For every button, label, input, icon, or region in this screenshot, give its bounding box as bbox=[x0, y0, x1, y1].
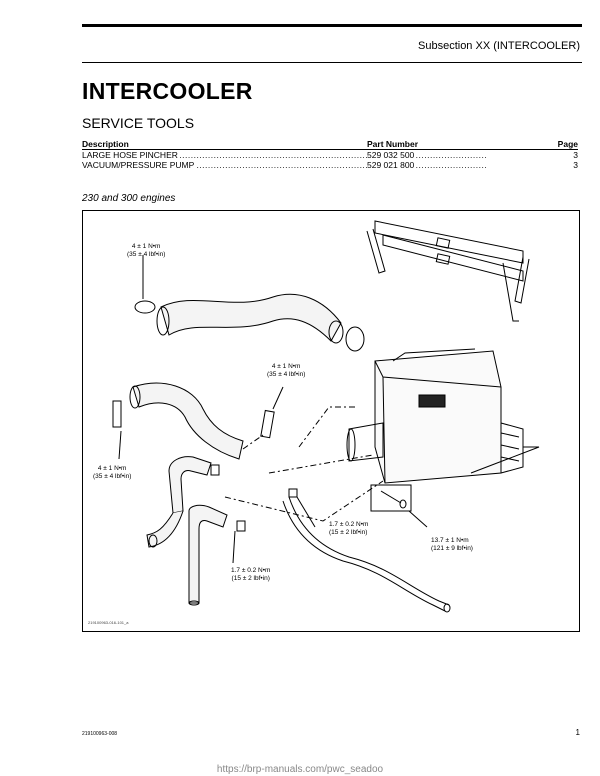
torque-callout: 1.7 ± 0.2 N•m (15 ± 2 lbf•in) bbox=[231, 567, 271, 582]
col-page: Page bbox=[487, 139, 578, 150]
exploded-view-figure: 4 ± 1 N•m (35 ± 4 lbf•in) 4 ± 1 N•m (35 … bbox=[82, 210, 580, 632]
table-row: LARGE HOSE PINCHER 529 032 500 3 bbox=[82, 150, 578, 160]
torque-callout: 4 ± 1 N•m (35 ± 4 lbf•in) bbox=[267, 363, 306, 378]
header-rule bbox=[82, 24, 582, 27]
tool-description: VACUUM/PRESSURE PUMP bbox=[82, 160, 367, 170]
subsection-header: Subsection XX (INTERCOOLER) bbox=[418, 40, 580, 52]
intercooler-illustration bbox=[112, 220, 540, 613]
service-tools-table: Description Part Number Page LARGE HOSE … bbox=[82, 139, 578, 170]
torque-callout: 4 ± 1 N•m (35 ± 4 lbf•in) bbox=[93, 465, 132, 480]
figure-code: 219100963-016-101_a bbox=[88, 620, 129, 625]
source-url[interactable]: https://brp-manuals.com/pwc_seadoo bbox=[216, 764, 384, 775]
tool-page: 3 bbox=[573, 150, 578, 160]
torque-callout: 1.7 ± 0.2 N•m (15 ± 2 lbf•in) bbox=[329, 521, 369, 536]
title-rule bbox=[82, 62, 582, 63]
page-number: 1 bbox=[575, 728, 580, 737]
torque-callout: 4 ± 1 N•m (35 ± 4 lbf•in) bbox=[127, 243, 166, 258]
table-row: VACUUM/PRESSURE PUMP 529 021 800 3 bbox=[82, 160, 578, 170]
tool-part-number: 529 032 500 bbox=[367, 150, 487, 160]
page-title: INTERCOOLER bbox=[82, 78, 253, 104]
section-heading: SERVICE TOOLS bbox=[82, 115, 195, 131]
col-part-number: Part Number bbox=[367, 139, 487, 150]
tool-description: LARGE HOSE PINCHER bbox=[82, 150, 367, 160]
figure-caption: 230 and 300 engines bbox=[82, 193, 176, 204]
tool-page: 3 bbox=[573, 160, 578, 170]
tool-part-number: 529 021 800 bbox=[367, 160, 487, 170]
torque-callout: 13.7 ± 1 N•m (121 ± 9 lbf•in) bbox=[431, 537, 473, 552]
document-code: 219100963-008 bbox=[82, 731, 118, 737]
col-description: Description bbox=[82, 139, 367, 150]
